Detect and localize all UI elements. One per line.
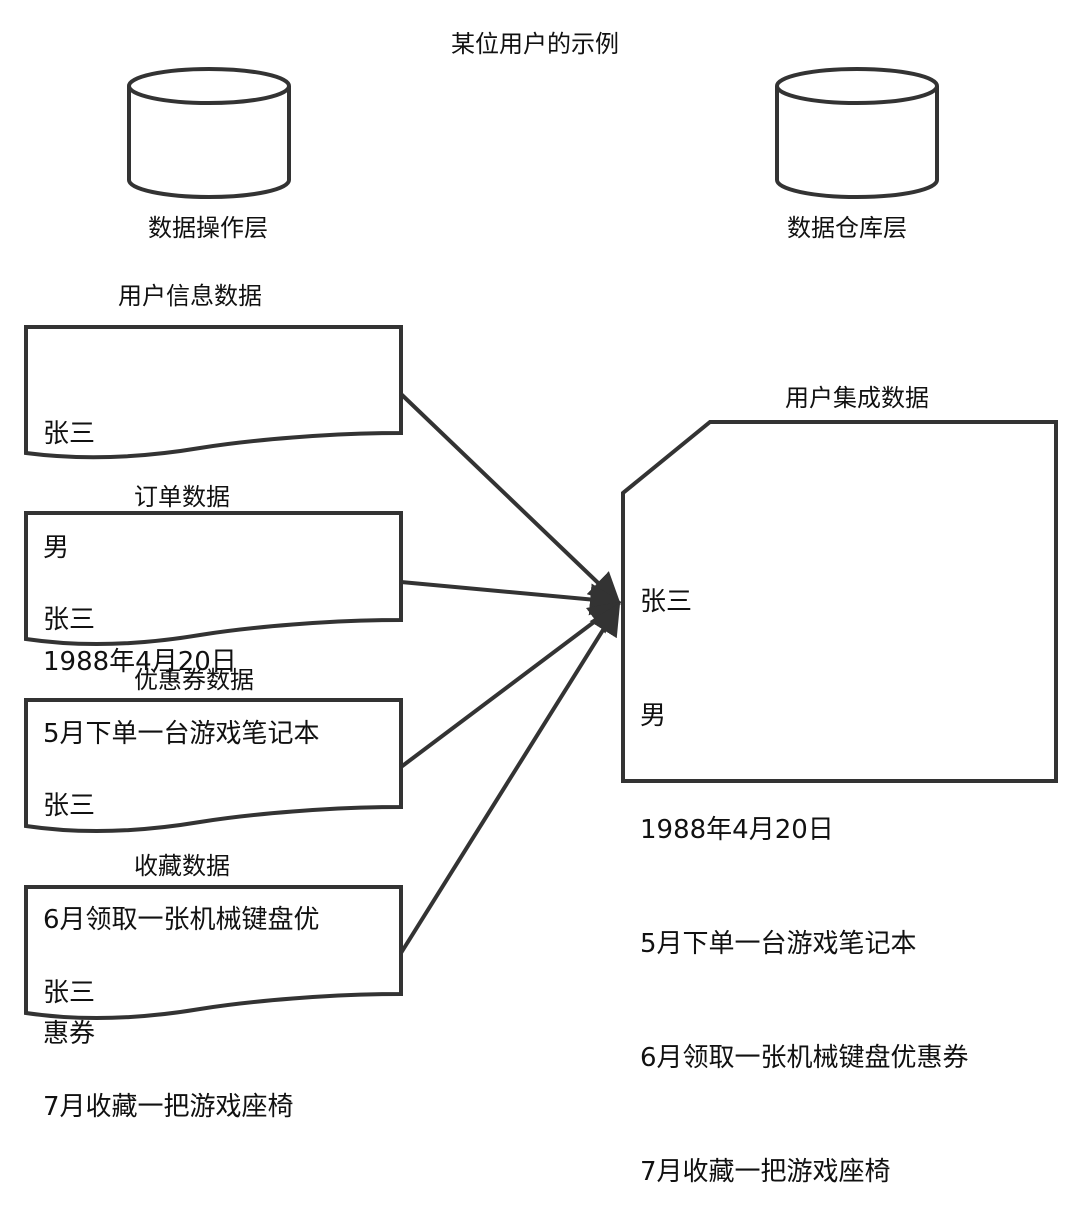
text-line: 5月下单一台游戏笔记本 (640, 929, 917, 959)
edge-user-info-to-integrated (399, 392, 621, 605)
text-line: 5月下单一台游戏笔记本 (43, 719, 320, 749)
document-shape-favorite (24, 885, 403, 1020)
database-label-operational: 数据操作层 (148, 214, 268, 242)
text-line: 7月收藏一把游戏座椅 (640, 1157, 891, 1187)
target-text-integrated: 张三 男 1988年4月20日 5月下单一台游戏笔记本 6月领取一张机械键盘优惠… (640, 507, 969, 1229)
text-line: 张三 (640, 587, 693, 617)
text-line: 张三 (43, 605, 96, 635)
text-line: 6月领取一张机械键盘优惠券 (640, 1043, 969, 1073)
source-label-order: 订单数据 (134, 483, 230, 511)
diagram-title: 某位用户的示例 (451, 30, 619, 58)
source-label-coupon: 优惠券数据 (134, 666, 254, 694)
document-shape-coupon (24, 698, 403, 833)
document-shape-user-info (24, 325, 403, 460)
edge-order-to-integrated (400, 580, 622, 616)
source-text-order: 张三 5月下单一台游戏笔记本 (43, 525, 320, 791)
text-line: 男 (43, 533, 70, 563)
text-line: 1988年4月20日 (43, 647, 237, 677)
document-shape-order (24, 511, 403, 646)
target-label-integrated: 用户集成数据 (785, 384, 929, 412)
text-line: 7月收藏一把游戏座椅 (43, 1092, 294, 1122)
source-text-favorite: 张三 7月收藏一把游戏座椅 (43, 898, 294, 1164)
edge-favorite-to-integrated (399, 602, 621, 955)
card-shape-integrated (621, 420, 1058, 783)
text-line: 张三 (43, 419, 96, 449)
database-label-warehouse: 数据仓库层 (787, 214, 907, 242)
database-cylinder-warehouse (775, 67, 939, 199)
text-line: 1988年4月20日 (640, 815, 834, 845)
text-line: 张三 (43, 791, 96, 821)
source-label-favorite: 收藏数据 (134, 852, 230, 880)
text-line: 张三 (43, 978, 96, 1008)
source-text-coupon: 张三 6月领取一张机械键盘优 惠券 (43, 711, 320, 1091)
text-line: 男 (640, 701, 667, 731)
source-label-user-info: 用户信息数据 (118, 282, 262, 310)
database-cylinder-operational (127, 67, 291, 199)
text-line: 6月领取一张机械键盘优 (43, 905, 320, 935)
source-text-user-info: 张三 男 1988年4月20日 (43, 339, 237, 719)
diagram-canvas (24, 67, 1058, 1020)
edge-coupon-to-integrated (399, 601, 622, 769)
